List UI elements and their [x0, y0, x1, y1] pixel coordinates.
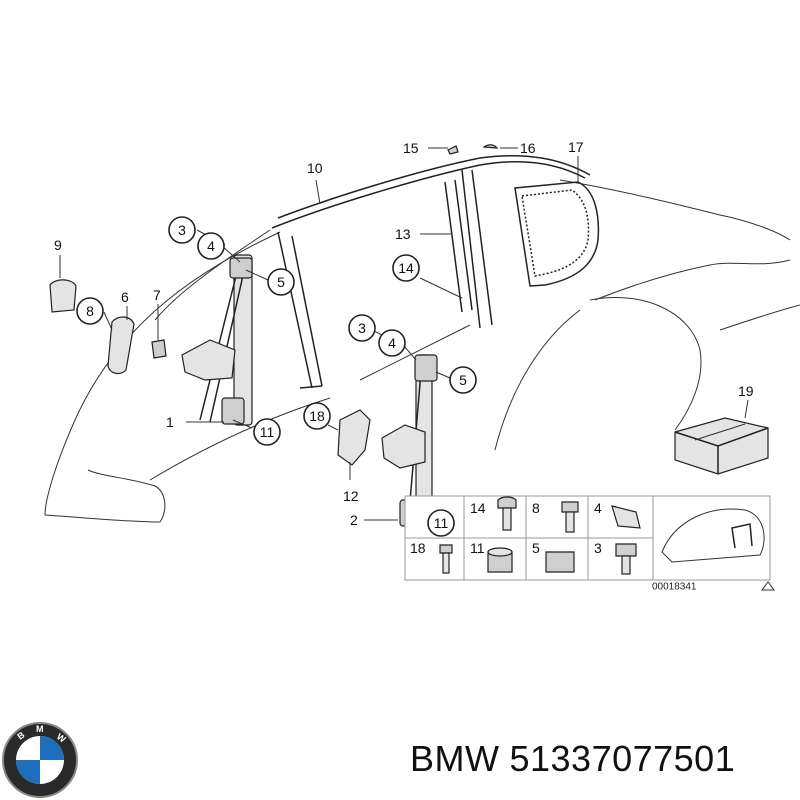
callout-3-front: 3: [168, 216, 196, 244]
legend-label-11: 11: [470, 540, 485, 556]
window-regulator-front: [181, 254, 253, 426]
svg-text:5: 5: [459, 372, 467, 388]
callout-7: 7: [153, 287, 161, 303]
svg-text:3: 3: [358, 320, 366, 336]
part-number: 51337077501: [509, 738, 736, 779]
quarter-window: [514, 181, 600, 287]
legend-label-8: 8: [532, 500, 540, 516]
handle-part: [107, 316, 135, 375]
car-body-outline: [44, 179, 800, 523]
callout-19: 19: [738, 383, 754, 399]
clip-part: [447, 145, 459, 155]
screw-part: [151, 339, 167, 359]
legend-label-4: 4: [594, 500, 602, 516]
brand-name: BMW: [410, 738, 500, 779]
fastener-legend: 00018341: [404, 495, 775, 593]
legend-label-3: 3: [594, 540, 602, 556]
legend-label-18: 18: [410, 540, 426, 556]
bmw-logo: B M W: [2, 722, 78, 798]
motor-part: [337, 409, 371, 466]
callout-9: 9: [54, 237, 62, 253]
callout-10: 10: [307, 160, 323, 176]
callout-8: 8: [76, 297, 104, 325]
svg-text:8: 8: [86, 303, 94, 319]
legend-label-14: 14: [470, 500, 486, 516]
svg-text:M: M: [36, 724, 44, 734]
callout-18: 18: [303, 402, 331, 430]
cap-part: [49, 279, 77, 313]
callout-5-front: 5: [267, 268, 295, 296]
callout-4-front: 4: [197, 232, 225, 260]
svg-text:11: 11: [434, 515, 449, 531]
kit-box: [674, 417, 769, 475]
callout-6: 6: [121, 289, 129, 305]
leader-lines: [59, 147, 749, 521]
callout-11-front: 11: [253, 418, 281, 446]
svg-text:4: 4: [388, 335, 396, 351]
diagram-number: 00018341: [652, 582, 697, 593]
svg-text:18: 18: [309, 408, 325, 424]
callout-13: 13: [395, 226, 411, 242]
svg-text:5: 5: [277, 274, 285, 290]
callout-1: 1: [166, 414, 174, 430]
callout-4-rear: 4: [378, 329, 406, 357]
glass-run-channels: [444, 169, 493, 329]
callout-17: 17: [568, 139, 584, 155]
callout-16: 16: [520, 140, 536, 156]
callout-14: 14: [392, 254, 420, 282]
clip-part: [482, 144, 499, 149]
callout-11-rear: 11: [427, 509, 455, 537]
svg-text:B: B: [15, 729, 26, 741]
callout-5-rear: 5: [449, 366, 477, 394]
svg-text:4: 4: [207, 238, 215, 254]
svg-text:14: 14: [398, 260, 414, 276]
callout-3-rear: 3: [348, 314, 376, 342]
svg-text:11: 11: [260, 424, 275, 440]
callout-12: 12: [343, 488, 359, 504]
callout-2: 2: [350, 512, 358, 528]
window-frame: [271, 154, 591, 389]
callout-15: 15: [403, 140, 419, 156]
svg-text:3: 3: [178, 222, 186, 238]
legend-label-5: 5: [532, 540, 540, 556]
